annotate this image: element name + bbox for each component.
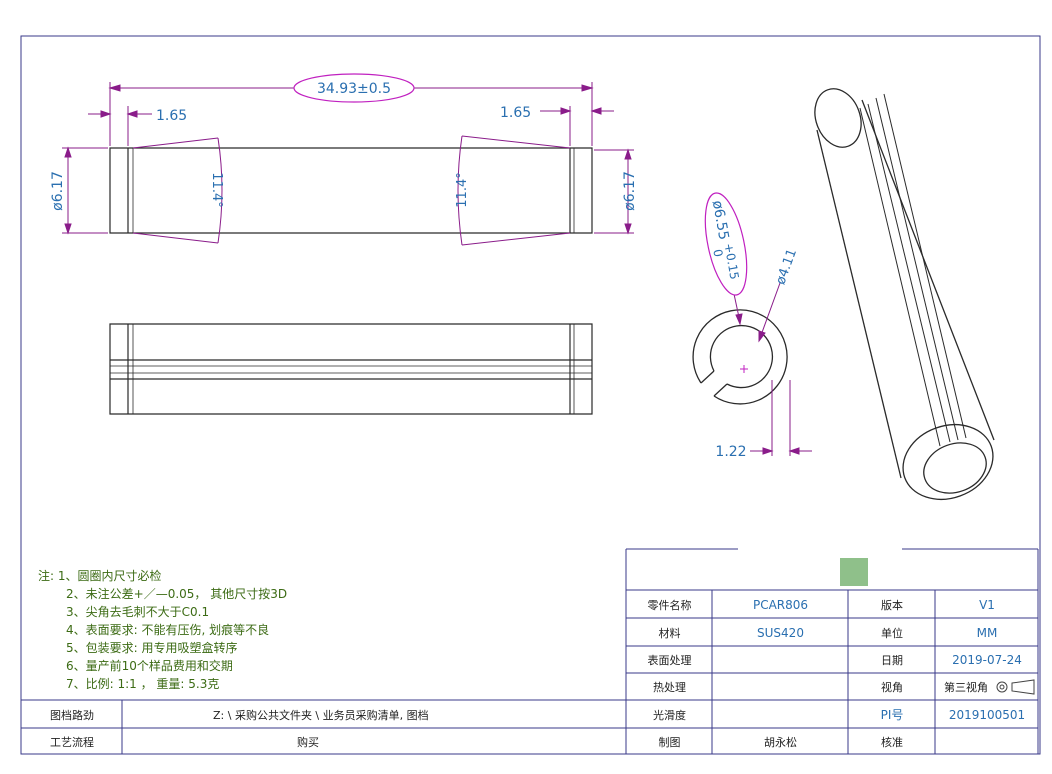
outer-dia-highlight (704, 192, 748, 296)
chamfer-right-arrow-a (560, 107, 572, 115)
tb-material-label: 材料 (658, 626, 681, 640)
angle-right-arc (457, 135, 463, 246)
iso-left-edge (816, 129, 902, 479)
iso-bottom-bore (923, 442, 987, 494)
outer-dia-label-group: ø6.55 +0.15 0 (709, 199, 742, 281)
tb-date-label: 日期 (881, 654, 903, 667)
angle-right-label: 11.4° (455, 172, 470, 207)
chamfer-left-arrow-a (100, 110, 112, 118)
chamfer-left-label: 1.65 (156, 108, 187, 124)
tb-part-name-label: 零件名称 (647, 598, 692, 612)
angle-left-label: 11.4° (209, 172, 224, 207)
tb-drawn-label: 制图 (658, 735, 681, 749)
iso-slot-line-d (883, 93, 967, 439)
slot-width-arrow-b (788, 447, 800, 455)
dia-right-arrow-bottom (624, 223, 632, 235)
note-6: 6、量产前10个样品费用和交期 (66, 659, 233, 673)
archive-path-value: Z: \ 采购公共文件夹 \ 业务员采购清单, 图档 (213, 708, 429, 722)
front-view-outline (109, 147, 593, 234)
slot-width-arrow-a (762, 447, 774, 455)
tb-material-value: SUS420 (757, 625, 804, 640)
dia-left-arrow-bottom (64, 223, 72, 235)
isometric-view (814, 88, 995, 500)
title-block-grid (21, 548, 1039, 754)
slot-width-label: 1.22 (715, 444, 746, 460)
chamfer-left-arrow-b (126, 110, 138, 118)
tb-pi-value: 2019100501 (948, 707, 1026, 722)
tb-surface-label: 表面处理 (647, 654, 692, 667)
slot-view (109, 323, 593, 415)
archive-path-label: 图档路劲 (50, 708, 94, 722)
dia-right-label: ø6.17 (622, 171, 638, 211)
tb-surface-value (713, 647, 848, 673)
note-7: 7、比例: 1:1 ， 重量: 5.3克 (66, 677, 220, 691)
inner-dia-label: ø4.11 (773, 247, 800, 287)
angle-left-arc (217, 137, 223, 244)
end-view-dimensions (733, 282, 812, 456)
tb-part-name-value: PCAR806 (752, 597, 809, 612)
sheet-border (20, 35, 1041, 755)
dia-left-arrow-top (64, 146, 72, 158)
iso-slot-line-c (875, 97, 959, 441)
tb-pi-label: PI号 (880, 708, 904, 722)
angle-left-ray-bottom (132, 232, 219, 244)
outer-dia-tol-lower: 0 (710, 248, 725, 258)
end-view-slot-edge-a (700, 370, 715, 384)
tb-heat-value (713, 674, 848, 700)
tb-approved-label: 核准 (881, 735, 903, 749)
tb-date-value: 2019-07-24 (952, 653, 1022, 667)
tb-version-label: 版本 (881, 598, 903, 612)
iso-top-end (814, 88, 862, 148)
inner-dia-leader (759, 282, 781, 339)
iso-right-edge (861, 99, 995, 441)
inner-dia-arrow (758, 330, 766, 343)
outer-dia-arrow (735, 313, 743, 326)
iso-bottom-end (902, 424, 994, 500)
tb-heat-label: 热处理 (653, 681, 686, 694)
angle-left-ray-top (132, 137, 219, 149)
slot-view-outline (109, 323, 593, 415)
outer-dia-label: ø6.55 (709, 199, 732, 241)
outer-dia-tol-upper: +0.15 (721, 242, 741, 281)
iso-slot-line-b (867, 103, 951, 443)
tb-view-value: 第三视角 (944, 681, 988, 694)
end-view-slot-edge-b (713, 383, 728, 397)
overall-length-label: 34.93±0.5 (317, 81, 391, 97)
chamfer-right-arrow-b (590, 107, 602, 115)
overall-length-highlight (293, 73, 415, 103)
tb-unit-value: MM (976, 625, 998, 640)
third-angle-symbol-icon (996, 679, 1035, 695)
logo-box (840, 558, 868, 586)
note-1: 注: 1、圆圈内尺寸必检 (38, 569, 162, 583)
angle-right-ray-top (461, 135, 571, 149)
tb-version-value: V1 (979, 597, 995, 612)
overall-length-arrow-right (581, 84, 594, 92)
dia-right-arrow-top (624, 148, 632, 160)
front-view-dimensions (62, 82, 634, 246)
tb-drawn-value: 胡永松 (764, 735, 797, 749)
process-flow-value: 购买 (297, 735, 319, 749)
iso-slot-line-a (859, 107, 941, 447)
tb-approved-value (936, 729, 1038, 754)
process-flow-label: 工艺流程 (50, 735, 94, 749)
angle-right-ray-bottom (461, 232, 571, 246)
note-3: 3、尖角去毛刺不大于C0.1 (66, 605, 210, 619)
overall-length-arrow-left (108, 84, 121, 92)
tb-unit-label: 单位 (881, 626, 903, 640)
tb-smoothness-label: 光滑度 (653, 708, 686, 722)
tb-smoothness-value (713, 701, 848, 728)
front-view (109, 147, 593, 234)
tb-view-label: 视角 (881, 681, 903, 694)
dia-left-label: ø6.17 (50, 171, 66, 211)
note-5: 5、包装要求: 用专用吸塑盒转序 (66, 641, 238, 655)
chamfer-right-label: 1.65 (500, 105, 531, 121)
note-4: 4、表面要求: 不能有压伤, 划痕等不良 (66, 623, 270, 637)
end-view-outer-circle (692, 309, 788, 405)
note-2: 2、未注公差+／—0.05， 其他尺寸按3D (66, 587, 288, 601)
